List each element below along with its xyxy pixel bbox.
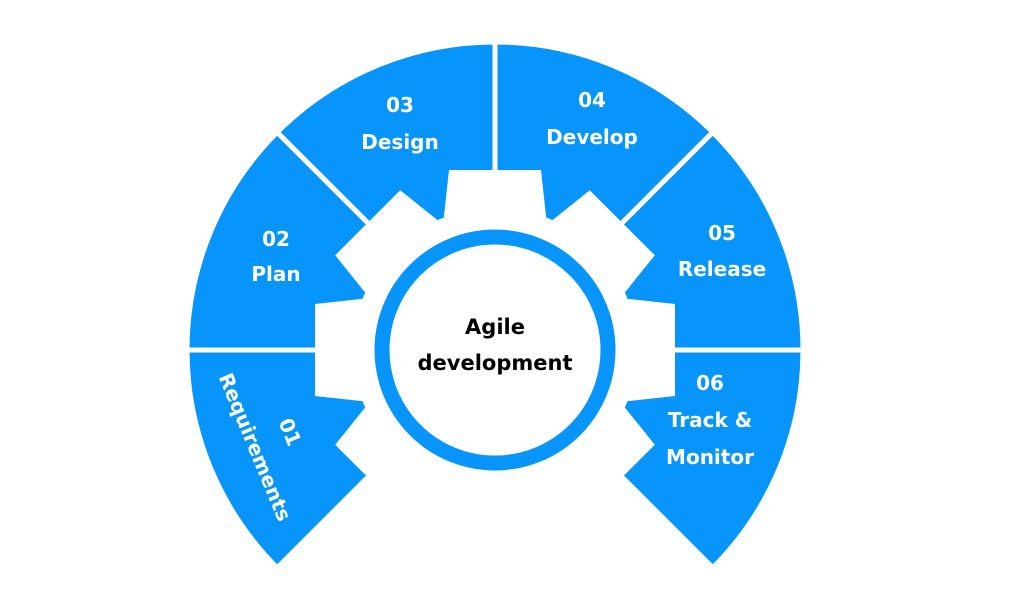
step-05-number: 05 bbox=[708, 221, 736, 245]
step-03-number: 03 bbox=[386, 93, 414, 117]
step-05-label: Release bbox=[678, 257, 766, 281]
gear-tooth bbox=[443, 170, 547, 225]
gear-tooth bbox=[335, 190, 444, 299]
step-04-label: Develop bbox=[546, 125, 638, 149]
step-04-number: 04 bbox=[578, 88, 606, 112]
step-02-label: Plan bbox=[251, 262, 300, 286]
step-06-number: 06 bbox=[696, 371, 724, 395]
step-06-label-line2: Monitor bbox=[666, 445, 754, 469]
step-03-label: Design bbox=[361, 130, 438, 154]
step-06-label-line1: Track & bbox=[668, 408, 752, 432]
center-title-line2: development bbox=[418, 351, 573, 375]
gear-tooth bbox=[546, 190, 655, 299]
gear-tooth bbox=[620, 298, 675, 402]
step-02-number: 02 bbox=[262, 227, 290, 251]
center-title-line1: Agile bbox=[465, 315, 525, 339]
gear-tooth bbox=[315, 298, 370, 402]
center-ring bbox=[374, 229, 616, 471]
